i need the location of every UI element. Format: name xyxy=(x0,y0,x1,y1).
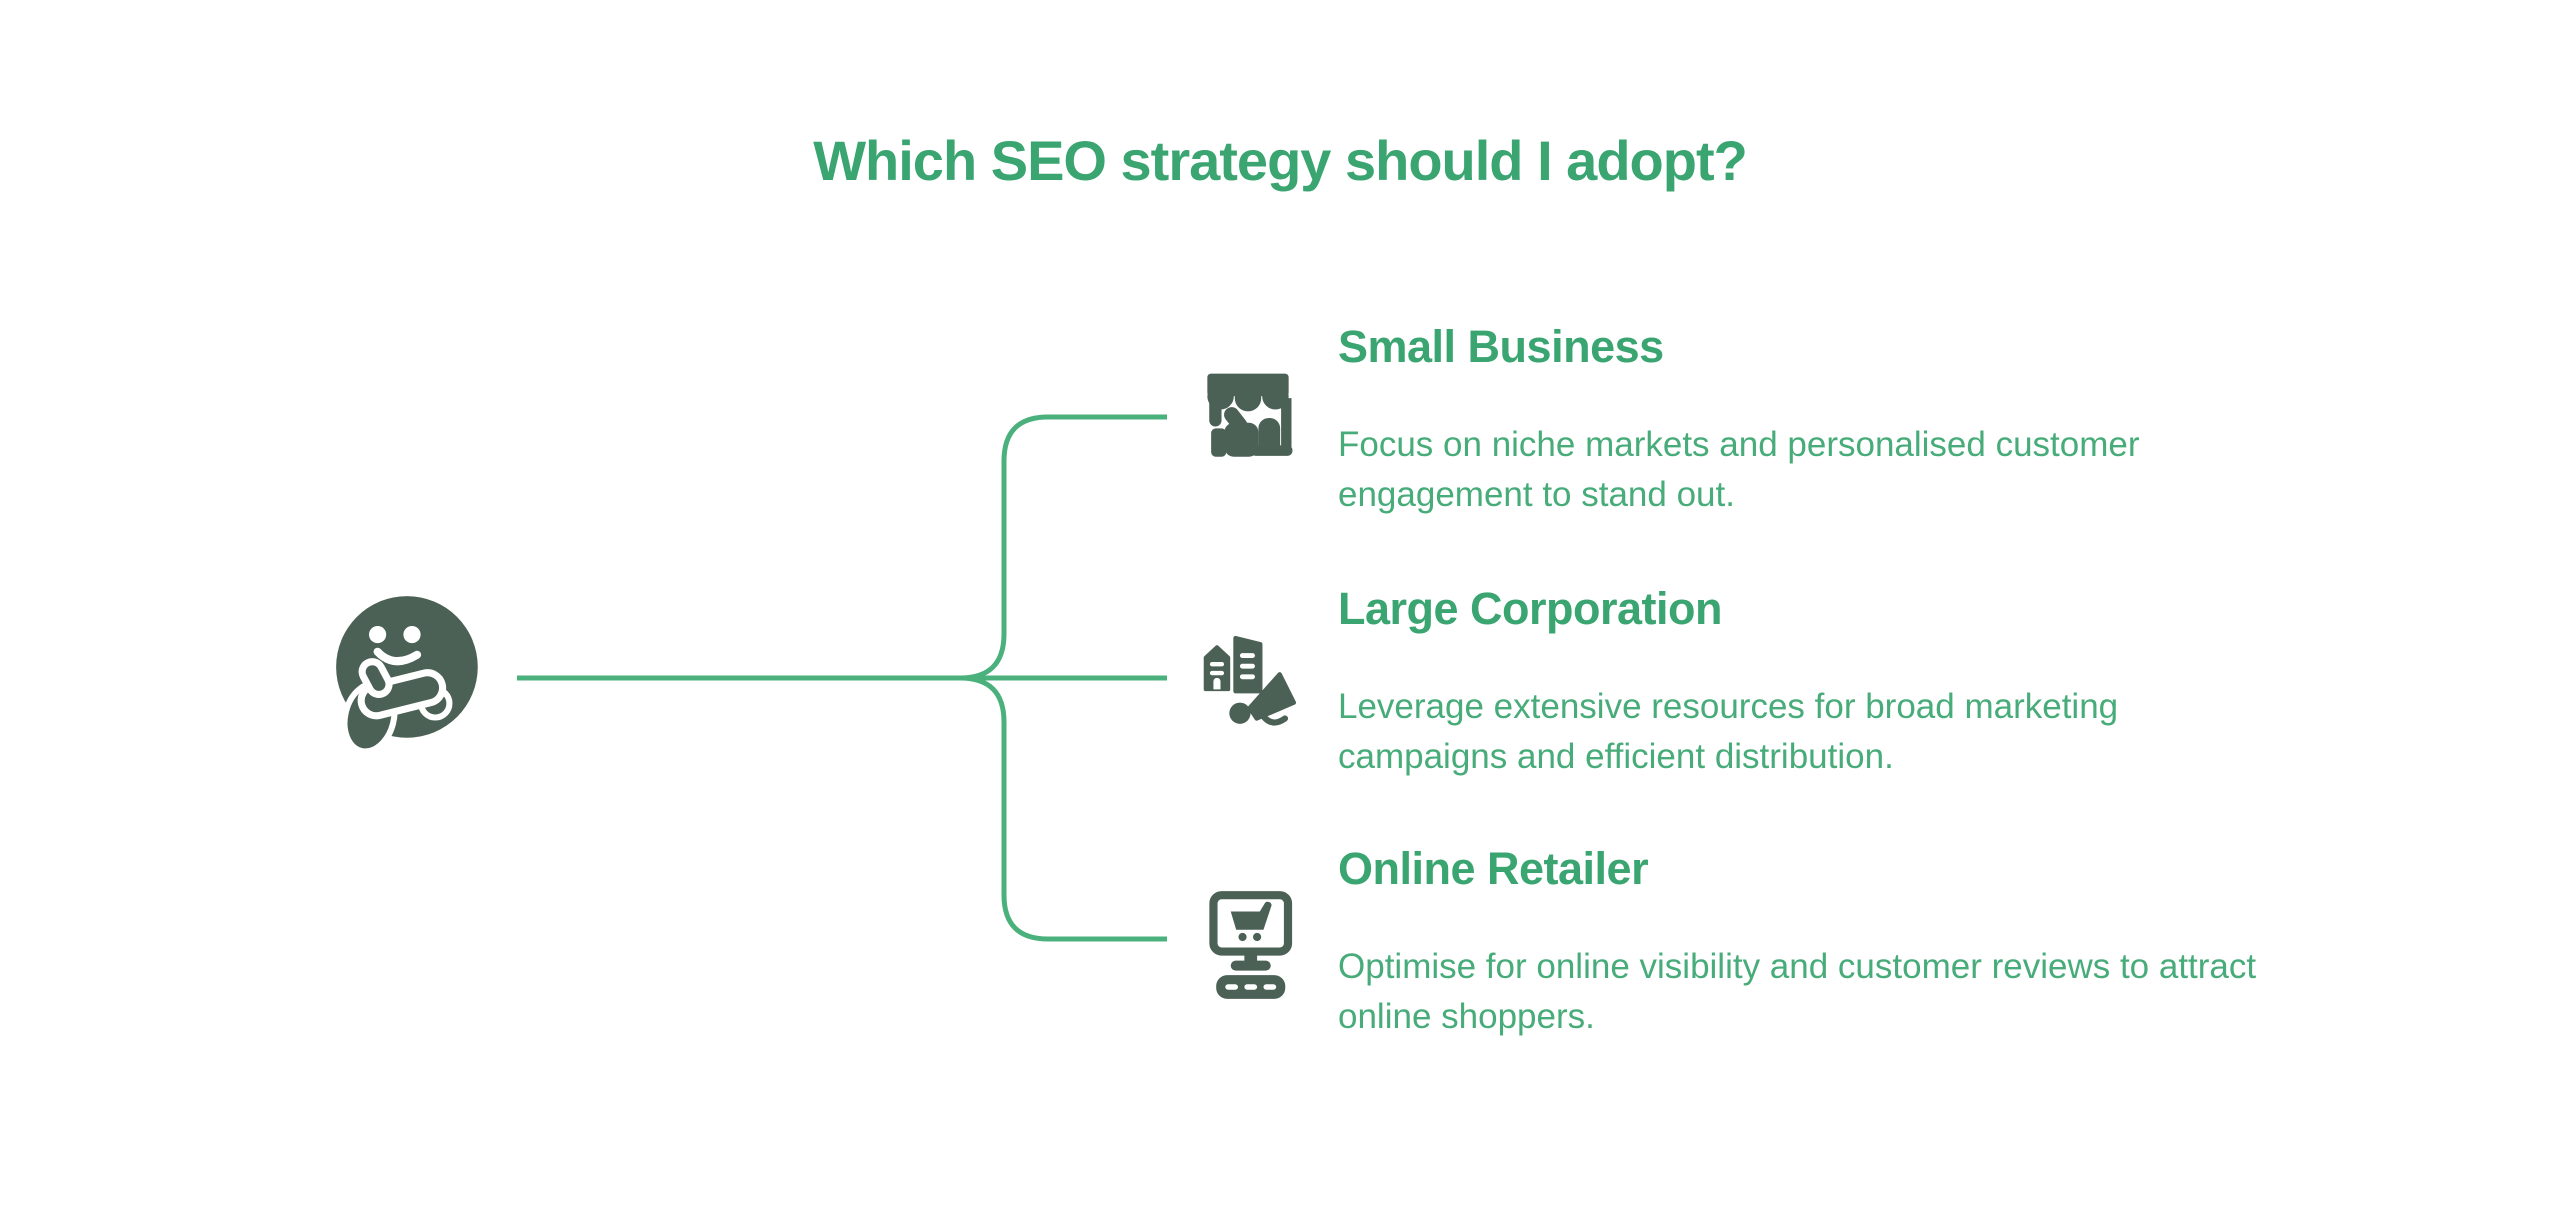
branch-small-business: Small Business Focus on niche markets an… xyxy=(1338,320,2498,520)
top-branch-line xyxy=(959,414,1167,681)
branch-description: Focus on niche markets and personalised … xyxy=(1338,425,2140,514)
computer-shopping-cart-icon xyxy=(1198,884,1298,1010)
branch-online-retailer: Online Retailer Optimise for online visi… xyxy=(1338,842,2498,1042)
branch-large-corporation: Large Corporation Leverage extensive res… xyxy=(1338,582,2498,782)
branch-description: Leverage extensive resources for broad m… xyxy=(1338,687,2119,776)
storefront-thumbs-up-icon xyxy=(1196,366,1300,470)
branch-description: Optimise for online visibility and custo… xyxy=(1338,947,2257,1036)
branch-title: Small Business xyxy=(1338,321,1664,372)
page-title: Which SEO strategy should I adopt? xyxy=(813,129,1748,192)
branch-title: Large Corporation xyxy=(1338,583,1723,634)
buildings-megaphone-icon xyxy=(1194,624,1300,730)
branch-title: Online Retailer xyxy=(1338,843,1649,894)
thinking-face-icon xyxy=(330,588,494,760)
bottom-branch-line xyxy=(959,675,1167,942)
